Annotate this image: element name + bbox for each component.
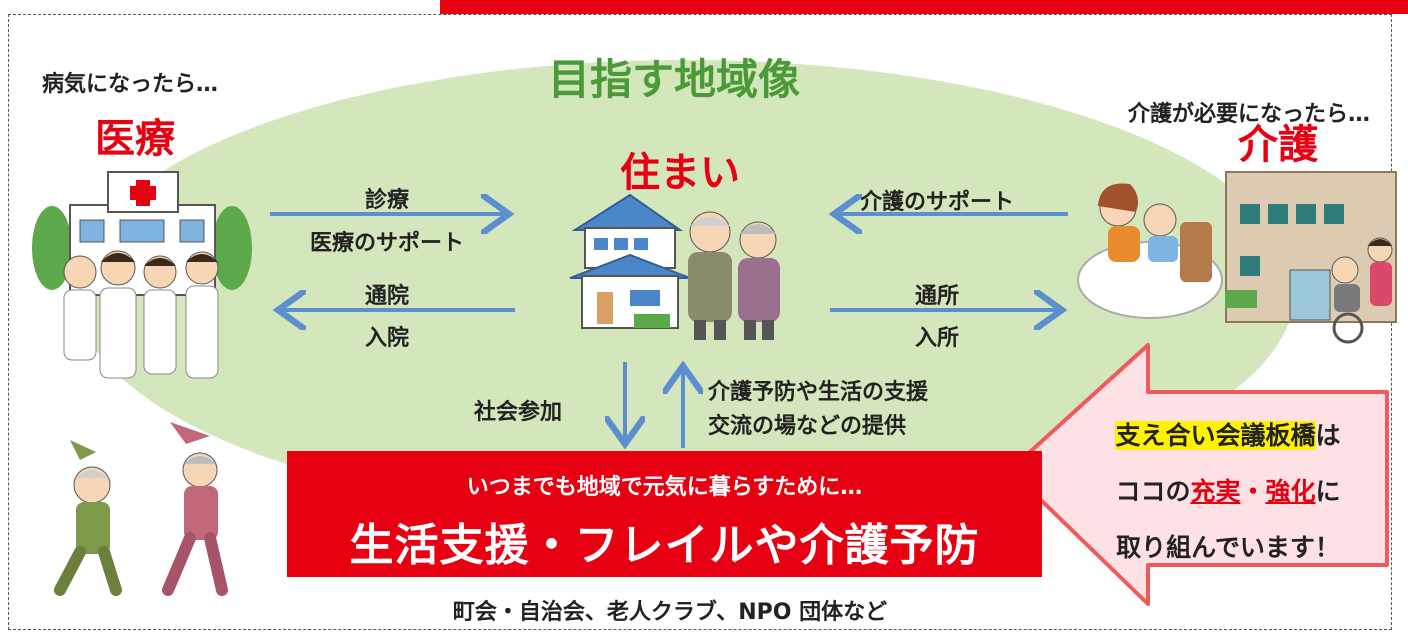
care-heading: 介護	[1238, 122, 1318, 168]
label-nyuusho: 入所	[914, 326, 959, 351]
label-iryo-support: 医療のサポート	[309, 231, 464, 256]
wheelchair-illustration	[1331, 237, 1393, 344]
exercise-illustration	[54, 422, 228, 596]
callout-line-2: ココの充実・強化に	[1078, 464, 1378, 520]
medical-heading: 医療	[95, 116, 175, 162]
callout-highlight: 支え合い会議板橋	[1115, 421, 1316, 450]
label-shakai-sanka: 社会参加	[474, 400, 563, 425]
label-kaigo-support: 介護のサポート	[860, 190, 1015, 215]
label-yobo-2: 交流の場などの提供	[708, 414, 907, 439]
organizations-caption: 町会・自治会、老人クラブ、NPO 団体など	[452, 600, 888, 625]
support-banner: いつまでも地域で元気に暮らすために… 生活支援・フレイルや介護予防	[287, 451, 1042, 577]
label-nyuuin: 入院	[364, 326, 409, 351]
callout-line-1: 支え合い会議板橋は	[1078, 408, 1378, 464]
home-heading: 住まい	[620, 150, 740, 196]
callout-line-3: 取り組んでいます！	[1116, 533, 1340, 562]
callout-underline-2: 強化	[1265, 477, 1316, 506]
diagram-title: 目指す地域像	[548, 55, 801, 104]
label-shinryo: 診療	[364, 188, 409, 213]
callout-underline-1: 充実	[1190, 477, 1241, 506]
label-tsuuin: 通院	[364, 284, 409, 309]
care-caption: 介護が必要になったら…	[1128, 102, 1371, 127]
callout-text: 支え合い会議板橋は ココの充実・強化に 取り組んでいます！	[1078, 408, 1378, 576]
callout-line-2-post: に	[1315, 477, 1341, 506]
callout-line-1-rest: は	[1315, 421, 1341, 450]
hospital-illustration	[32, 171, 252, 379]
medical-caption: 病気になったら…	[42, 72, 219, 97]
label-tsuusho: 通所	[914, 284, 959, 309]
callout-line-2-pre: ココの	[1115, 477, 1191, 506]
banner-subtitle: いつまでも地域で元気に暮らすために…	[466, 475, 863, 500]
label-yobo-1: 介護予防や生活の支援	[708, 380, 929, 405]
callout-dot: ・	[1240, 477, 1266, 506]
caregiver-bed-illustration	[1077, 183, 1223, 319]
care-facility-illustration	[1225, 171, 1397, 323]
home-illustration	[569, 193, 780, 340]
banner-title: 生活支援・フレイルや介護予防	[349, 520, 980, 571]
top-red-bar	[440, 0, 1408, 14]
callout-arrow-shape	[1008, 343, 1389, 606]
